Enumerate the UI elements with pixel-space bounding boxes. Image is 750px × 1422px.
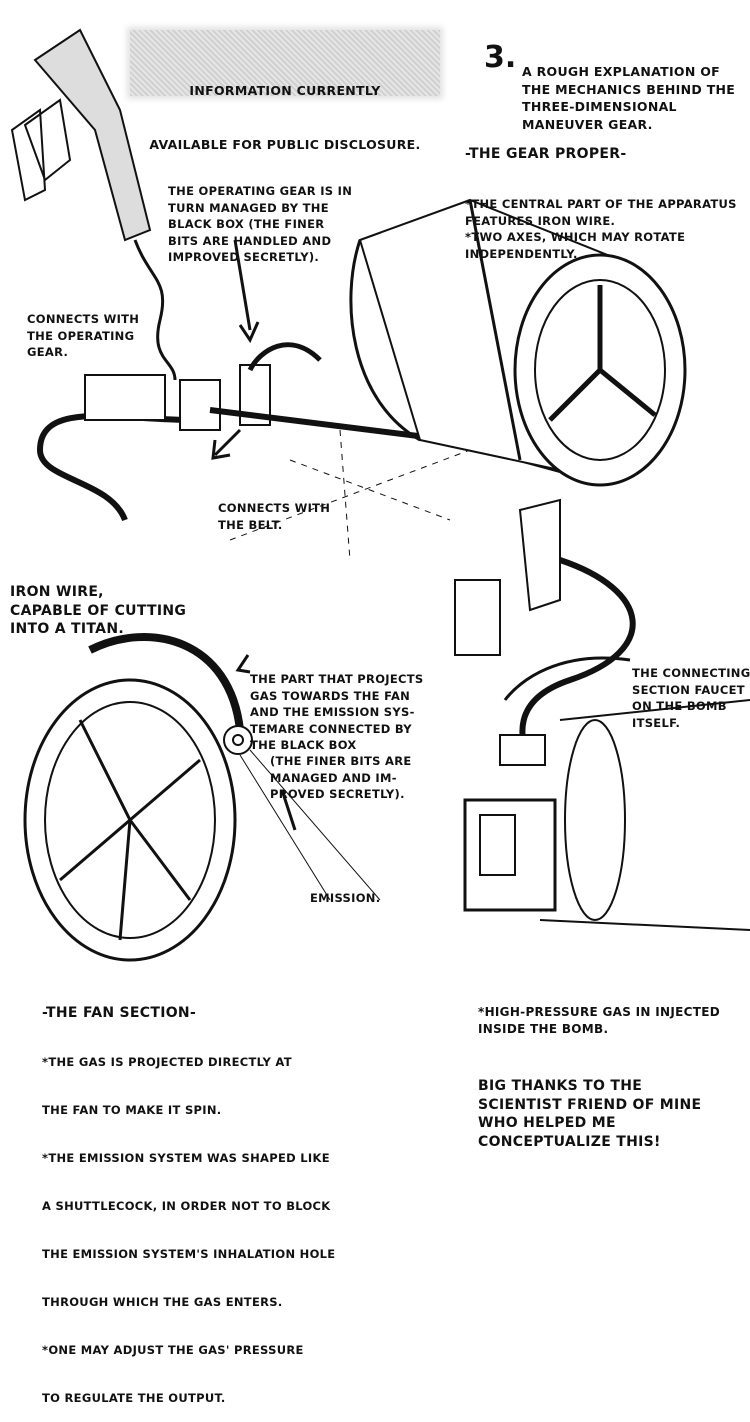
text-line: A ROUGH EXPLANATION OF xyxy=(522,64,721,79)
text-line: IMPROVED SECRETLY). xyxy=(168,250,320,264)
belt-unit-drawing xyxy=(84,342,561,473)
text-line: TURN MANAGED BY THE xyxy=(168,200,329,215)
manga-diagram-page: INFORMATION CURRENTLY AVAILABLE FOR PUBL… xyxy=(10,28,750,1405)
text-line: *HIGH-PRESSURE GAS IN INJECTED xyxy=(478,1005,720,1019)
fan-line: *THE EMISSION SYSTEM WAS SHAPED LIKE xyxy=(42,1150,330,1166)
text-line: *THE CENTRAL PART OF THE APPARATUS xyxy=(465,197,737,211)
thanks-note: BIG THANKS TO THE SCIENTIST FRIEND OF MIN… xyxy=(478,1040,701,1170)
trigger-handle-drawing xyxy=(10,28,152,242)
iron-wire-label: IRON WIRE, CAPABLE OF CUTTING INTO A TITAN… xyxy=(10,546,186,657)
operating-gear-note: THE OPERATING GEAR IS IN TURN MANAGED BY … xyxy=(168,150,352,282)
connects-operating-label: CONNECTS WITH THE OPERATING GEAR. xyxy=(27,278,139,377)
fan-line-pressure: *ONE MAY ADJUST THE GAS' PRESSURE xyxy=(42,1342,304,1358)
text-line: CONCEPTUALIZE THIS! xyxy=(478,1133,661,1150)
fan-section: -THE FAN SECTION- *THE GAS IS PROJECTED … xyxy=(42,972,336,1422)
text-line: TEMARE CONNECTED BY xyxy=(250,721,412,736)
text-line: FEATURES IRON WIRE. xyxy=(465,213,616,228)
text-line: CONNECTS WITH xyxy=(27,312,140,326)
disclosure-text: INFORMATION CURRENTLY AVAILABLE FOR PUBL… xyxy=(130,30,440,190)
gear-proper-heading: -THE GEAR PROPER- xyxy=(465,146,627,162)
text-line: GEAR. xyxy=(27,345,69,359)
connects-belt-label: CONNECTS WITH THE BELT. xyxy=(218,467,330,550)
disclosure-line: INFORMATION CURRENTLY xyxy=(189,83,381,98)
gear-proper-section: -THE GEAR PROPER- *THE CENTRAL PART OF T… xyxy=(465,112,737,279)
text-line: BITS ARE HANDLED AND xyxy=(168,233,332,248)
text-line: IRON WIRE, xyxy=(10,584,104,600)
text-line: THE CONNECTING xyxy=(632,666,750,680)
text-line: SECTION FAUCET xyxy=(632,682,745,697)
fan-line: THE EMISSION SYSTEM'S INHALATION HOLE xyxy=(42,1246,336,1262)
gas-barrel-drawing xyxy=(349,198,687,487)
fan-line: *THE GAS IS PROJECTED DIRECTLY AT xyxy=(42,1054,292,1070)
text-line: THE OPERATING xyxy=(27,328,135,343)
fan-line: THROUGH WHICH THE GAS ENTERS. xyxy=(42,1294,283,1310)
blade-holder-drawing xyxy=(454,498,636,762)
disclosure-banner: INFORMATION CURRENTLY AVAILABLE FOR PUBL… xyxy=(130,30,440,152)
projects-note: THE PART THAT PROJECTS GAS TOWARDS THE FA… xyxy=(250,638,423,770)
gear-illustration xyxy=(10,28,750,962)
text-line: GAS TOWARDS THE FAN xyxy=(250,688,411,703)
text-line: CONNECTS WITH xyxy=(218,501,331,515)
disclosure-line: AVAILABLE FOR PUBLIC DISCLOSURE. xyxy=(149,137,421,152)
text-line: PROVED SECRETLY). xyxy=(270,787,405,801)
text-line: WHO HELPED ME xyxy=(478,1115,616,1131)
emission-label: EMISSION. xyxy=(310,891,381,905)
fan-section-heading: -THE FAN SECTION- xyxy=(42,1004,197,1022)
text-line: AND THE EMISSION SYS- xyxy=(250,705,415,719)
text-line: THE BELT. xyxy=(218,517,283,532)
faucet-label: THE CONNECTING SECTION FAUCET ON THE BOMB I… xyxy=(632,632,750,748)
text-line: INSIDE THE BOMB. xyxy=(478,1021,609,1036)
projects-note-sub: (THE FINER BITS ARE MANAGED AND IM- PROVED… xyxy=(270,720,412,819)
fan-drawing xyxy=(23,633,381,962)
text-line: THE OPERATING GEAR IS IN xyxy=(168,184,353,198)
text-line: CAPABLE OF CUTTING xyxy=(10,602,187,619)
page-title: A ROUGH EXPLANATION OF THE MECHANICS BEHI… xyxy=(522,28,735,151)
text-line: BLACK BOX (THE FINER xyxy=(168,217,325,231)
section-number: 3. xyxy=(484,40,517,75)
text-line: THE BLACK BOX xyxy=(250,738,357,752)
iron-wire-drawing xyxy=(36,413,191,522)
text-line: ITSELF. xyxy=(632,715,681,730)
text-line: *TWO AXES, WHICH MAY ROTATE xyxy=(465,230,686,244)
text-line: THREE-DIMENSIONAL xyxy=(522,99,677,114)
fan-line: THE FAN TO MAKE IT SPIN. xyxy=(42,1102,222,1118)
text-line: THE MECHANICS BEHIND THE xyxy=(522,81,736,97)
text-line: (THE FINER BITS ARE xyxy=(270,754,412,768)
gas-bomb-drawing xyxy=(463,699,750,931)
high-pressure-note: *HIGH-PRESSURE GAS IN INJECTED INSIDE THE… xyxy=(478,971,720,1054)
text-line: MANAGED AND IM- xyxy=(270,770,397,785)
fan-line-output: TO REGULATE THE OUTPUT. xyxy=(42,1390,226,1406)
text-line: BIG THANKS TO THE xyxy=(478,1078,643,1094)
text-line: THE PART THAT PROJECTS xyxy=(250,672,424,686)
text-line: ON THE BOMB xyxy=(632,699,727,713)
text-line: SCIENTIST FRIEND OF MINE xyxy=(478,1096,702,1113)
wire xyxy=(133,239,177,381)
fan-line: A SHUTTLECOCK, IN ORDER NOT TO BLOCK xyxy=(42,1198,331,1214)
text-line: INTO A TITAN. xyxy=(10,621,124,637)
text-line: MANEUVER GEAR. xyxy=(522,116,653,132)
text-line: INDEPENDENTLY. xyxy=(465,246,578,261)
